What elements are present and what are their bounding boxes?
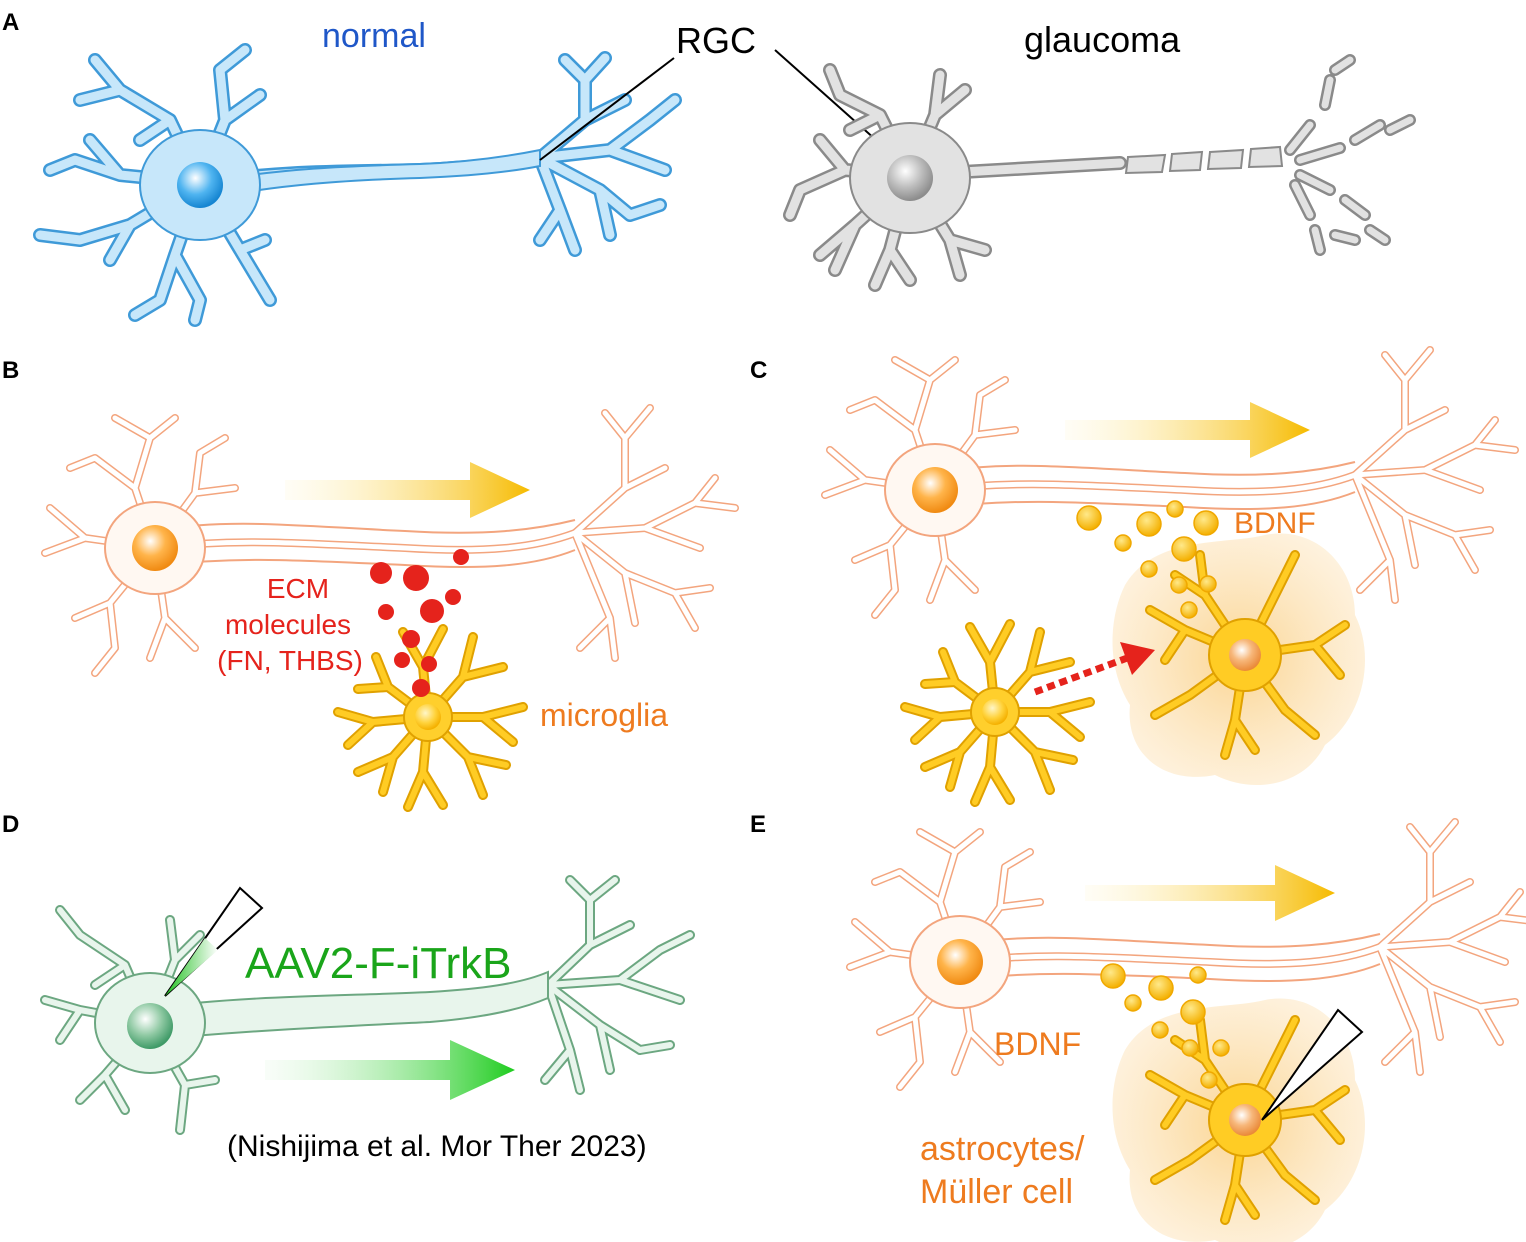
- normal-label: normal: [322, 17, 426, 55]
- glia-label-line1: astrocytes/: [920, 1130, 1085, 1168]
- panel-d: D: [2, 811, 695, 1163]
- normal-soma: [177, 162, 223, 208]
- panel-d-rgc-neuron: [40, 875, 695, 1135]
- rgc-label: RGC: [676, 20, 756, 61]
- panel-c-transport-arrow-icon: [1065, 402, 1310, 458]
- glia-label-line2: Müller cell: [920, 1173, 1073, 1211]
- normal-rgc-neuron: [33, 43, 682, 327]
- panel-b-soma: [132, 525, 178, 571]
- panel-b-microglia-cell: [338, 629, 523, 807]
- panel-b-transport-arrow-icon: [285, 462, 530, 518]
- glaucoma-soma: [887, 155, 933, 201]
- ecm-label-line3: (FN, THBS): [217, 645, 363, 676]
- panel-d-transport-arrow-icon: [265, 1040, 515, 1100]
- panel-a: A: [2, 9, 1416, 327]
- panel-c-bdnf-label: BDNF: [1234, 507, 1316, 540]
- panel-b: B ECM molecules (FN, THBS) microglia: [2, 357, 735, 807]
- ecm-label: ECM molecules (FN, THBS): [217, 573, 363, 676]
- panel-e-soma: [937, 939, 983, 985]
- panel-e-bdnf-molecules: [1100, 963, 1230, 1089]
- glaucoma-rgc-neuron: [783, 54, 1416, 292]
- panel-b-rgc: [45, 408, 735, 673]
- panel-c: C BDNF: [750, 350, 1515, 802]
- vector-label: AAV2-F-iTrkB: [245, 939, 511, 988]
- microglia-label: microglia: [540, 697, 668, 733]
- panel-e-pipette-icon: [1261, 1008, 1364, 1121]
- citation: (Nishijima et al. Mor Ther 2023): [227, 1130, 647, 1163]
- panel-letter-d: D: [2, 811, 19, 838]
- ecm-label-line2: molecules: [225, 609, 351, 640]
- panel-c-microglia-cell: [905, 624, 1090, 802]
- panel-letter-e: E: [750, 811, 766, 838]
- panel-e-transport-arrow-icon: [1085, 865, 1335, 921]
- panel-b-ecm-molecules: [370, 549, 469, 697]
- panel-e-bdnf-label: BDNF: [994, 1026, 1081, 1062]
- glaucoma-label: glaucoma: [1024, 19, 1181, 60]
- panel-e: E BDNF astrocytes/ Müller cell: [750, 811, 1526, 1242]
- panel-c-bdnf-molecules: [1076, 500, 1219, 619]
- panel-letter-c: C: [750, 357, 767, 384]
- panel-letter-a: A: [2, 9, 19, 36]
- panel-c-rgc: [825, 350, 1515, 615]
- panel-letter-b: B: [2, 357, 19, 384]
- ecm-label-line1: ECM: [267, 573, 329, 604]
- panel-e-rgc: [850, 822, 1526, 1087]
- panel-c-soma: [912, 467, 958, 513]
- panel-d-soma: [127, 1003, 173, 1049]
- rgc-pointer-right: [774, 49, 886, 149]
- panel-d-pipette-icon: [164, 886, 264, 997]
- rgc-pointer-left: [539, 57, 675, 161]
- panel-c-migration-arrow-icon: [1033, 642, 1155, 696]
